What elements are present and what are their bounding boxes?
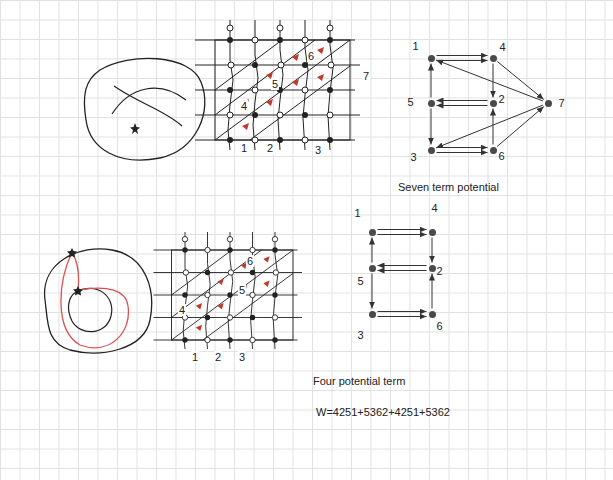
vertex-label: 4	[500, 41, 506, 53]
caption: Seven term potential	[398, 181, 499, 193]
quiver-vertex: 4	[490, 55, 497, 62]
quiver-arrow	[378, 311, 427, 312]
quiver-vertex: 4	[429, 229, 436, 236]
quiver-arrow	[436, 105, 543, 148]
vertex-label: 1	[413, 40, 419, 52]
tiling-number: 4	[178, 304, 186, 316]
quiver-arrow	[493, 64, 494, 98]
vertex-label: 6	[499, 150, 505, 162]
quiver-arrow	[436, 60, 543, 101]
vertex-label: 4	[432, 202, 438, 214]
quiver-vertex: 6	[429, 311, 436, 318]
quiver-arrow	[437, 147, 488, 148]
quiver-arrow	[372, 274, 373, 309]
quiver-arrow	[432, 238, 433, 263]
quiver-vertex: 5	[428, 100, 435, 107]
quiver-arrow	[432, 274, 433, 309]
tiling-number: 7	[362, 70, 370, 82]
tiling-number: 2	[214, 351, 222, 363]
quiver-arrow	[437, 105, 488, 106]
quiver-vertex: 7	[545, 100, 552, 107]
quiver-arrow	[437, 60, 488, 61]
quiver-arrow	[493, 109, 494, 145]
tiling-number: 2	[266, 142, 274, 154]
vertex-label: 1	[355, 207, 361, 219]
quiver-vertex: 3	[428, 147, 435, 154]
tiling-number: 4	[240, 100, 248, 112]
quiver-vertex: 6	[490, 147, 497, 154]
caption: Four potential term	[313, 375, 405, 387]
tiling-number: 1	[191, 351, 199, 363]
vertex-label: 7	[559, 97, 565, 109]
quiver-arrow	[378, 270, 427, 271]
quiver-arrow	[497, 107, 544, 147]
vertex-label: 5	[358, 275, 364, 287]
quiver-arrow	[378, 229, 427, 230]
quiver-arrow	[378, 234, 427, 235]
quiver-arrow	[378, 316, 427, 317]
tiling-number: 6	[307, 50, 315, 62]
vertex-label: 3	[358, 329, 364, 341]
quiver-arrow	[378, 265, 427, 266]
vertex-label: 6	[437, 320, 443, 332]
quiver-vertex: 5	[369, 265, 376, 272]
vertex-label: 2	[437, 265, 443, 277]
tiling-number: 3	[238, 351, 246, 363]
quiver-arrow	[431, 64, 432, 98]
quiver-arrow	[437, 55, 488, 56]
vertex-label: 3	[411, 151, 417, 163]
tiling-number: 1	[240, 142, 248, 154]
quiver-arrow	[431, 109, 432, 145]
tiling-number: 5	[271, 78, 279, 90]
quiver-vertex: 1	[369, 229, 376, 236]
quiver-vertex: 3	[369, 311, 376, 318]
quiver-arrow	[437, 152, 488, 153]
tiling-number: 3	[314, 144, 322, 156]
quiver-arrow	[372, 238, 373, 263]
tiling-number: 6	[246, 255, 254, 267]
quiver-vertex: 1	[428, 55, 435, 62]
vertex-label: 5	[408, 96, 414, 108]
vertex-label: 2	[499, 93, 505, 105]
quiver-arrow	[437, 100, 488, 101]
quiver-vertex: 2	[490, 100, 497, 107]
tiling-number: 5	[238, 284, 246, 296]
potential-formula: W=4251+5362+4251+5362	[316, 406, 450, 418]
quiver-vertex: 2	[429, 265, 436, 272]
